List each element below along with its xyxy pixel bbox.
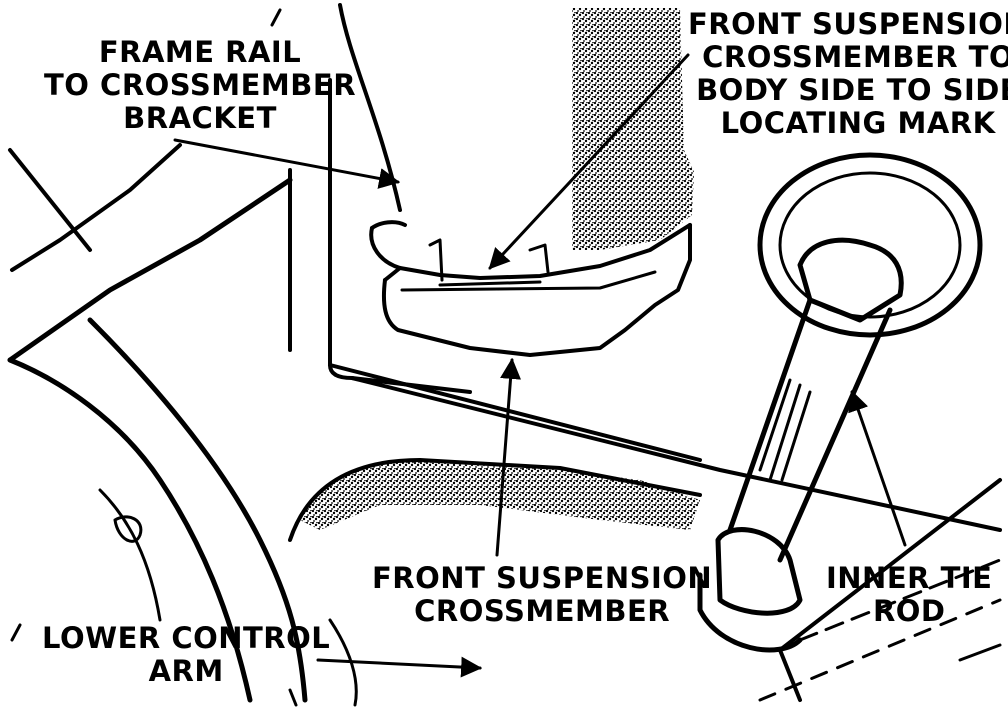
label-locating-mark: FRONT SUSPENSION CROSSMEMBER TO BODY SID… bbox=[688, 7, 1008, 140]
label-frame-rail: FRAME RAIL TO CROSSMEMBER BRACKET bbox=[44, 35, 357, 135]
arrow-frame-rail bbox=[173, 138, 401, 189]
label-lower-control-arm: LOWER CONTROL ARM bbox=[42, 621, 331, 688]
leader-arrows bbox=[10, 53, 907, 707]
lower-shaded-area bbox=[288, 458, 702, 542]
lower-control-arm bbox=[7, 8, 308, 703]
arrow-crossmember bbox=[495, 357, 522, 557]
label-crossmember: FRONT SUSPENSION CROSSMEMBER bbox=[372, 561, 713, 628]
arrow-lower-control-arm bbox=[316, 656, 483, 678]
crossmember-bracket bbox=[369, 220, 692, 357]
arrow-locating-mark bbox=[488, 53, 690, 270]
body-side-panel bbox=[572, 8, 694, 250]
label-inner-tie-rod: INNER TIE ROD bbox=[826, 561, 993, 628]
tie-rod-assembly bbox=[697, 152, 1002, 702]
arrow-inner-tie-rod bbox=[848, 390, 907, 547]
